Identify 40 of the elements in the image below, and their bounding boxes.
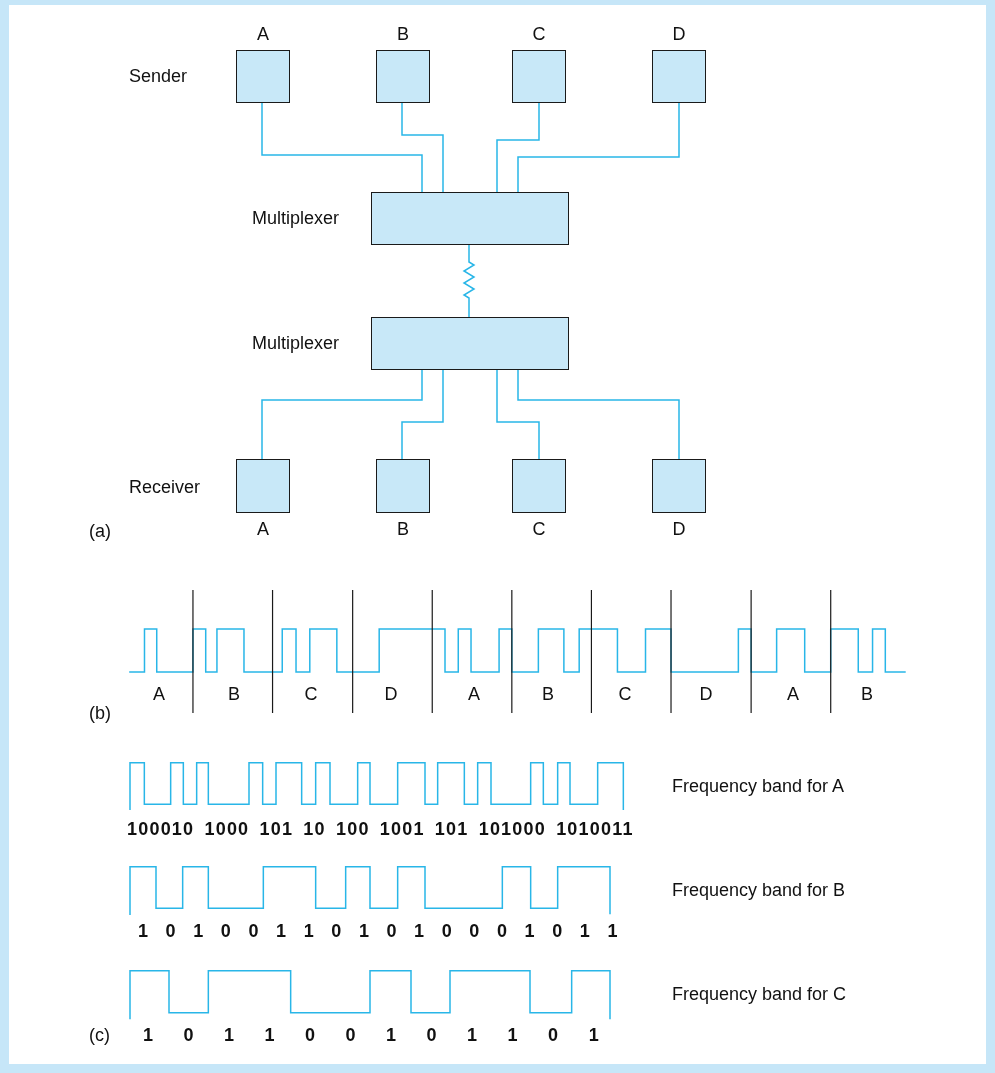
connector-line	[261, 102, 423, 193]
node-caption: Multiplexer	[251, 333, 339, 353]
row-label: Receiver	[129, 477, 201, 497]
node-label: D	[671, 519, 687, 539]
slot-label: B	[227, 684, 241, 704]
panel-label: (a)	[89, 521, 111, 541]
bit-sequence: 100010 1000 101 10 100 1001 101 101000 1010011	[127, 819, 634, 839]
band-label: Frequency band for A	[672, 776, 845, 796]
panel-label: (b)	[89, 703, 111, 723]
panel-label: (c)	[89, 1025, 110, 1045]
slot-label: A	[467, 684, 481, 704]
node-label: A	[256, 24, 270, 44]
slot-label: D	[698, 684, 714, 704]
band-label: Frequency band for B	[672, 880, 846, 900]
slot-label: A	[786, 684, 800, 704]
connector-line	[496, 102, 540, 193]
node-label: A	[256, 519, 270, 539]
slot-label: C	[303, 684, 319, 704]
connector-line	[517, 369, 680, 460]
row-label: Sender	[129, 66, 188, 86]
connector-line	[401, 369, 444, 460]
slot-label: C	[617, 684, 633, 704]
node-label: B	[396, 519, 410, 539]
bit-sequence: 1 0 1 1 0 0 1 0 1 1 0 1	[143, 1025, 599, 1045]
slot-label: D	[383, 684, 399, 704]
node-caption: Multiplexer	[251, 208, 339, 228]
connector-line	[496, 369, 540, 460]
node-label: B	[396, 24, 410, 44]
band-label: Frequency band for C	[672, 984, 847, 1004]
connector-line	[261, 369, 423, 460]
zigzag-link	[462, 244, 476, 318]
node-label: C	[531, 24, 547, 44]
slot-label: B	[860, 684, 874, 704]
bit-sequence: 1 0 1 0 0 1 1 0 1 0 1 0 0 0 1 0 1 1	[138, 921, 618, 941]
connector-line	[517, 102, 680, 193]
node-label: C	[531, 519, 547, 539]
slot-label: B	[541, 684, 555, 704]
connector-line	[401, 102, 444, 193]
slot-label: A	[152, 684, 166, 704]
node-label: D	[671, 24, 687, 44]
